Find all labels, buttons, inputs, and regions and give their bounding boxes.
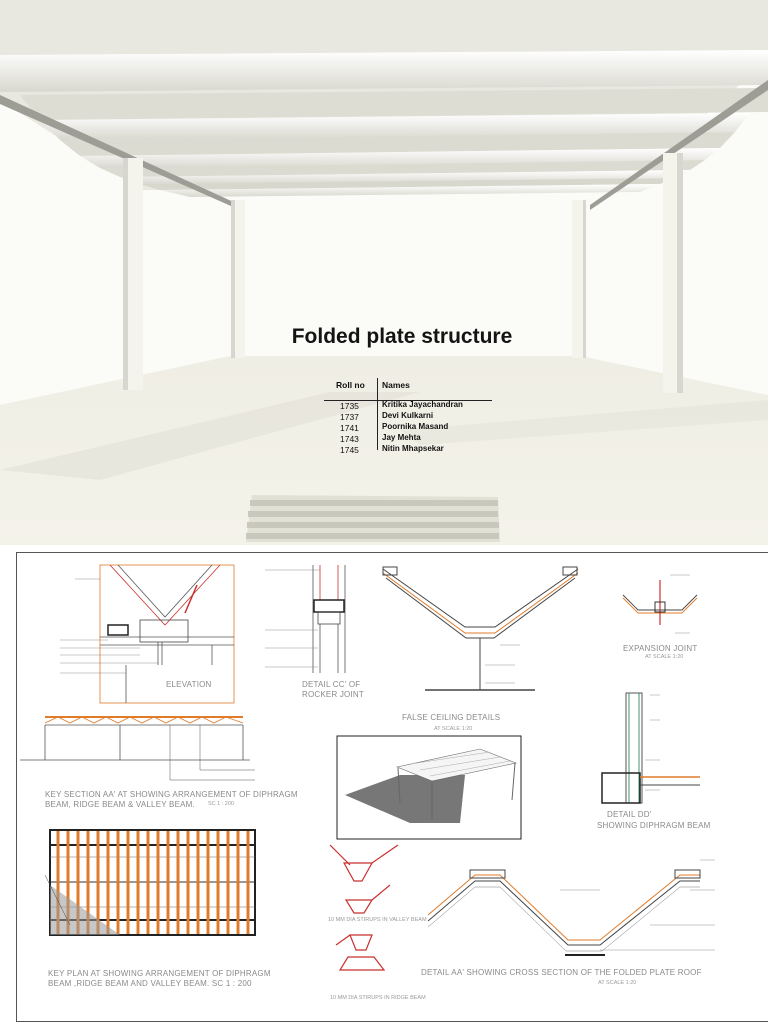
detail-dd-caption: DETAIL DD' (607, 810, 652, 819)
roll-no-header: Roll no (336, 380, 365, 390)
model-view (336, 735, 522, 840)
table-divider (377, 378, 378, 450)
false-ceiling-scale: AT SCALE 1:20 (434, 726, 473, 732)
roll-column: 1735 1737 1741 1743 1745 (340, 401, 370, 456)
roll-number: 1735 (340, 401, 359, 411)
diaphragm-beam-drawing (601, 692, 700, 804)
elevation-drawing (60, 564, 235, 704)
roll-number: 1737 (340, 412, 359, 422)
cross-section-drawing (427, 859, 715, 956)
sheet-border (16, 552, 768, 1022)
page-title: Folded plate structure (291, 325, 513, 348)
key-section-caption-2: BEAM, RIDGE BEAM & VALLEY BEAM. (45, 800, 195, 809)
folded-plate-render: Folded plate structure Roll no Names 173… (0, 0, 768, 545)
member-name: Jay Mehta (382, 433, 421, 442)
key-section-scale: SC 1 : 200 (208, 801, 234, 807)
member-name: Poornika Masand (382, 422, 449, 431)
name-column: Kritika Jayachandran Devi Kulkarni Poorn… (382, 399, 494, 454)
render-illustration (0, 0, 768, 545)
valley-stirrups-label: 10 MM DIA STIRUPS IN VALLEY BEAM (328, 917, 427, 923)
member-name: Devi Kulkarni (382, 411, 434, 420)
cross-section-caption: DETAIL AA' SHOWING CROSS SECTION OF THE … (421, 968, 702, 977)
roll-number: 1745 (340, 445, 359, 455)
elevation-caption: ELEVATION (166, 680, 212, 689)
roll-number: 1741 (340, 423, 359, 433)
expansion-joint-caption: EXPANSION JOINT (623, 644, 698, 653)
member-name: Kritika Jayachandran (382, 400, 463, 409)
table-rule (324, 400, 492, 401)
member-name: Nitin Mhapsekar (382, 444, 444, 453)
cross-section-scale: AT SCALE 1:20 (598, 980, 637, 986)
ridge-stirrups-label: 10 MM DIA STIRUPS IN RIDGE BEAM (330, 995, 426, 1001)
false-ceiling-drawing (382, 566, 579, 691)
roll-number: 1743 (340, 434, 359, 444)
key-plan-caption: KEY PLAN AT SHOWING ARRANGEMENT OF DIPHR… (48, 969, 271, 978)
expansion-joint-scale: AT SCALE 1:20 (645, 654, 684, 660)
false-ceiling-caption: FALSE CEILING DETAILS (402, 713, 501, 722)
key-plan-caption-2: BEAM ,RIDGE BEAM AND VALLEY BEAM. SC 1 :… (48, 979, 252, 988)
key-section-caption: KEY SECTION AA' AT SHOWING ARRANGEMENT O… (45, 790, 298, 799)
names-header: Names (382, 380, 410, 390)
technical-drawings (20, 564, 715, 971)
key-plan-drawing (44, 829, 256, 936)
expansion-joint-drawing (622, 574, 698, 634)
diaphragm-beam-caption: SHOWING DIPHRAGM BEAM (597, 821, 711, 830)
rocker-joint-drawing (265, 565, 346, 673)
key-section-drawing (20, 716, 255, 781)
detail-cc-caption: DETAIL CC' OF (302, 680, 361, 689)
stirrup-drawings (329, 844, 399, 971)
rocker-joint-caption: ROCKER JOINT (302, 690, 364, 699)
drawing-sheet: ELEVATION DETAIL CC' OF ROCKER JOINT FAL… (0, 545, 768, 1024)
